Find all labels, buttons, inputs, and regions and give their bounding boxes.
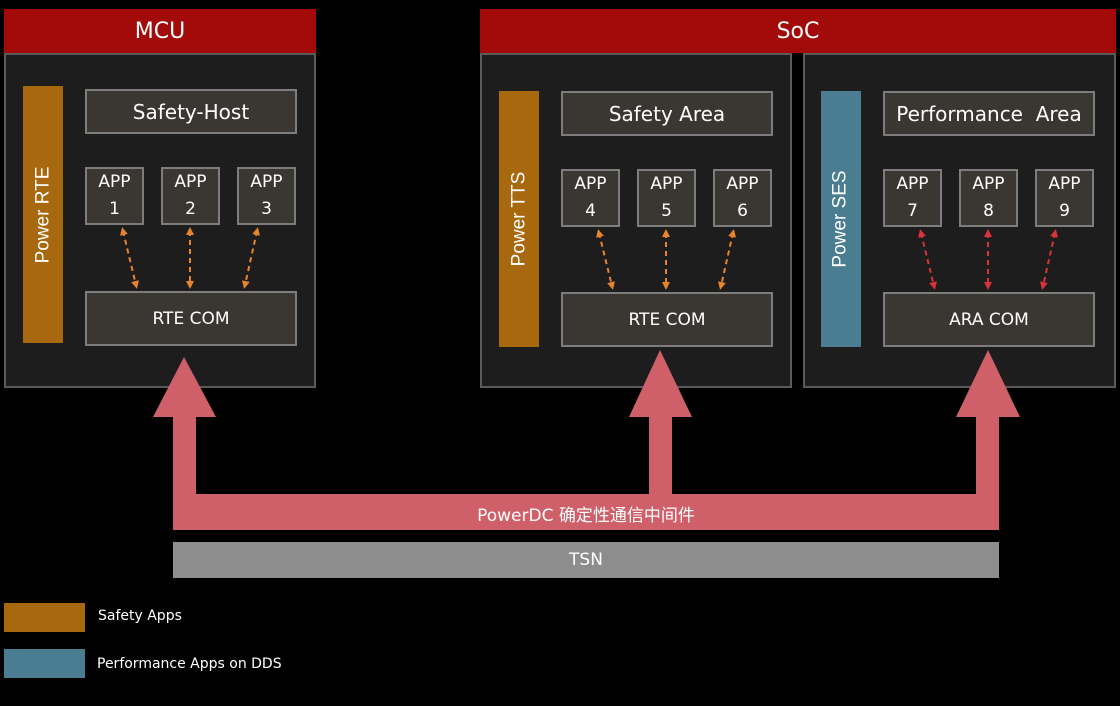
legend-safety-swatch bbox=[4, 603, 85, 632]
power-ses-bar: Power SES bbox=[821, 91, 861, 347]
app-5-number: 5 bbox=[661, 201, 672, 221]
app-3-number: 3 bbox=[261, 199, 272, 219]
app-4-label: APP bbox=[574, 174, 607, 194]
app6-com-link bbox=[717, 229, 737, 290]
performance-area-box: Performance Area bbox=[883, 91, 1095, 136]
app-2-number: 2 bbox=[185, 199, 196, 219]
app-4-box: APP 4 bbox=[561, 169, 620, 227]
mcu-header: MCU bbox=[4, 9, 316, 53]
ara-com-box: ARA COM bbox=[883, 292, 1095, 347]
middleware-bus-arrows bbox=[153, 350, 1020, 530]
app7-com-link bbox=[918, 229, 937, 290]
app9-com-link bbox=[1039, 229, 1059, 290]
app-7-box: APP 7 bbox=[883, 169, 942, 227]
app-2-label: APP bbox=[174, 172, 207, 192]
app-7-label: APP bbox=[896, 174, 929, 194]
app-4-number: 4 bbox=[585, 201, 596, 221]
app-8-label: APP bbox=[972, 174, 1005, 194]
mcu-rte-com-box: RTE COM bbox=[85, 291, 297, 346]
app3-com-link bbox=[241, 227, 261, 289]
app-5-label: APP bbox=[650, 174, 683, 194]
app-1-number: 1 bbox=[109, 199, 120, 219]
power-rte-bar: Power RTE bbox=[23, 86, 63, 343]
middleware-label: PowerDC 确定性通信中间件 bbox=[477, 505, 695, 526]
app-5-box: APP 5 bbox=[637, 169, 696, 227]
safety-area-box: Safety Area bbox=[561, 91, 773, 136]
app-1-label: APP bbox=[98, 172, 131, 192]
app-9-number: 9 bbox=[1059, 201, 1070, 221]
app-1-box: APP 1 bbox=[85, 167, 144, 225]
app-6-label: APP bbox=[726, 174, 759, 194]
app-6-box: APP 6 bbox=[713, 169, 772, 227]
app-9-box: APP 9 bbox=[1035, 169, 1094, 227]
app-8-number: 8 bbox=[983, 201, 994, 221]
safety-host-box: Safety-Host bbox=[85, 89, 297, 134]
app-6-number: 6 bbox=[737, 201, 748, 221]
app-3-box: APP 3 bbox=[237, 167, 296, 225]
app-2-box: APP 2 bbox=[161, 167, 220, 225]
app-7-number: 7 bbox=[907, 201, 918, 221]
legend-safety-label: Safety Apps bbox=[98, 608, 182, 624]
legend-performance-swatch bbox=[4, 649, 85, 678]
app-3-label: APP bbox=[250, 172, 283, 192]
power-tts-bar: Power TTS bbox=[499, 91, 539, 347]
soc-rte-com-box: RTE COM bbox=[561, 292, 773, 347]
soc-header: SoC bbox=[480, 9, 1116, 53]
app-8-box: APP 8 bbox=[959, 169, 1018, 227]
legend-performance-label: Performance Apps on DDS bbox=[97, 656, 282, 672]
tsn-bar: TSN bbox=[173, 542, 999, 578]
app1-com-link bbox=[120, 227, 139, 289]
app4-com-link bbox=[596, 229, 615, 290]
app-9-label: APP bbox=[1048, 174, 1081, 194]
